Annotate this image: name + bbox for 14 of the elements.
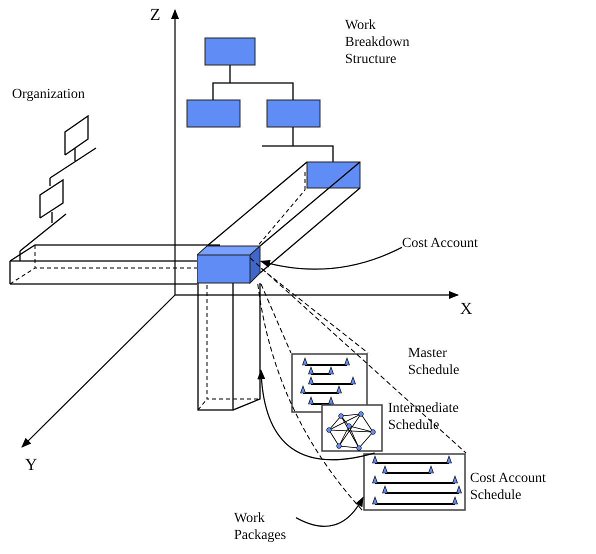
connector-line	[260, 284, 292, 354]
axis-label: X	[460, 300, 474, 317]
section-label: Work Breakdown Structure	[345, 17, 411, 68]
axis-label: Z	[150, 6, 162, 23]
connector-line	[257, 284, 364, 512]
connector-line	[250, 257, 466, 454]
section-label: Organization	[12, 86, 86, 103]
callout-text: Cost Account	[402, 235, 478, 252]
arrow	[260, 246, 402, 270]
arrow	[258, 369, 375, 460]
arrow	[296, 496, 364, 527]
axis-label: Y	[25, 456, 38, 473]
connector-line	[260, 268, 368, 354]
callout-text: Work Packages	[234, 510, 296, 544]
